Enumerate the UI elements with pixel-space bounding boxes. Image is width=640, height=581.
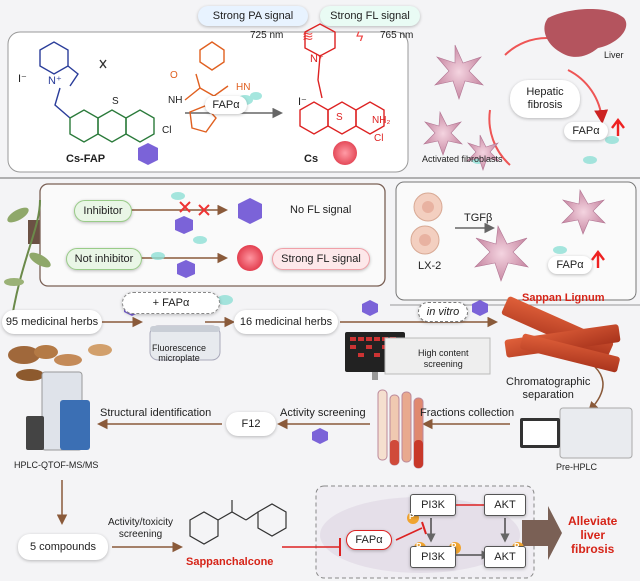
pi3k-bottom: PI3K bbox=[410, 546, 456, 568]
fibroblast-cell bbox=[434, 44, 484, 100]
cross-icon bbox=[179, 201, 191, 213]
wl-765: 765 nm bbox=[380, 30, 414, 41]
iodide-left: I⁻ bbox=[18, 73, 27, 85]
s-right: S bbox=[336, 112, 343, 123]
strong-fl-label: Strong FL signal bbox=[272, 248, 370, 270]
nh2-label: NH₂ bbox=[372, 115, 391, 126]
probe-cube-icon-2 bbox=[138, 143, 158, 165]
fl-signal-badge: Strong FL signal bbox=[320, 6, 420, 26]
pre-hplc-device bbox=[559, 407, 633, 459]
activity-toxicity-label: Activity/toxicity screening bbox=[108, 517, 174, 540]
fap-up-badge-lx2: FAPα bbox=[548, 256, 592, 274]
zigzag-icon: ϟ bbox=[356, 28, 364, 44]
wave-icon: ≋ bbox=[302, 28, 314, 44]
probe-cube-icon bbox=[238, 198, 262, 224]
nplus-right: N⁺ bbox=[310, 53, 324, 65]
fap-up-badge: FAPα bbox=[564, 122, 608, 140]
fap-enzyme-badge: FAPα bbox=[205, 96, 247, 114]
wl-725: 725 nm bbox=[250, 30, 284, 41]
inhibitor-label: Inhibitor bbox=[74, 200, 132, 222]
high-content-label: High content screening bbox=[418, 348, 469, 369]
plus-fap-label: + FAPα bbox=[122, 292, 220, 314]
nh-label: NH bbox=[168, 95, 183, 106]
liver-label: Liver bbox=[604, 50, 624, 60]
phospho-3: P bbox=[451, 542, 457, 551]
phospho-2: P bbox=[416, 542, 422, 551]
fraction-tubes bbox=[377, 389, 424, 469]
result-arrow-icon bbox=[522, 506, 562, 560]
phospho-4: P bbox=[514, 542, 520, 551]
hplc-ms-label: HPLC-QTOF-MS/MS bbox=[14, 460, 99, 470]
iodide-right: I⁻ bbox=[298, 96, 307, 108]
tgfb-label: TGFβ bbox=[464, 212, 493, 224]
herbs-16-label: 16 medicinal herbs bbox=[234, 310, 338, 334]
herbs-95-label: 95 medicinal herbs bbox=[2, 310, 102, 334]
s-left: S bbox=[112, 96, 119, 107]
nplus-left: N⁺ bbox=[48, 75, 62, 87]
product-name: Cs bbox=[304, 153, 319, 165]
activity-screening-label: Activity screening bbox=[280, 407, 366, 419]
alleviate-label: Alleviate liver fibrosis bbox=[568, 514, 618, 556]
hn-label: HN bbox=[236, 82, 251, 93]
sappan-label: Sappan Lignum bbox=[522, 292, 605, 304]
pre-hplc-label: Pre-HPLC bbox=[556, 462, 598, 472]
fractions-label: Fractions collection bbox=[420, 407, 515, 419]
microplate-label: Fluorescence microplate bbox=[152, 343, 207, 363]
up-arrow-icon-2 bbox=[591, 250, 605, 268]
hepatic-fibrosis-label: Hepatic fibrosis bbox=[510, 80, 580, 118]
akt-bottom: AKT bbox=[484, 546, 526, 568]
pi3k-top: PI3K bbox=[410, 494, 456, 516]
activated-fibroblasts-label: Activated fibroblasts bbox=[422, 154, 503, 164]
probe-name: Cs-FAP bbox=[66, 153, 106, 165]
fap-pathway: FAPα bbox=[346, 530, 392, 550]
phospho-1: P bbox=[409, 512, 415, 521]
no-fl-label: No FL signal bbox=[290, 204, 352, 216]
product-glow bbox=[237, 245, 263, 271]
f12-label: F12 bbox=[226, 412, 276, 436]
chromatographic-label: Chromatographic separation bbox=[506, 376, 591, 401]
sappan-wood bbox=[501, 296, 621, 373]
cl-right: Cl bbox=[374, 133, 384, 144]
compounds-5-label: 5 compounds bbox=[18, 534, 108, 560]
lx2-label: LX-2 bbox=[418, 260, 442, 272]
liver-icon bbox=[544, 8, 627, 57]
up-arrow-icon bbox=[611, 118, 625, 136]
sappanchalcone-label: Sappanchalcone bbox=[186, 556, 274, 568]
in-vitro-label: in vitro bbox=[418, 302, 468, 322]
cl-left: Cl bbox=[162, 125, 172, 136]
pa-signal-badge: Strong PA signal bbox=[198, 6, 308, 26]
akt-top: AKT bbox=[484, 494, 526, 516]
structural-label: Structural identification bbox=[100, 407, 212, 419]
herbs-illustration bbox=[4, 199, 112, 381]
not-inhibitor-label: Not inhibitor bbox=[66, 248, 142, 270]
o-label: O bbox=[170, 70, 178, 81]
